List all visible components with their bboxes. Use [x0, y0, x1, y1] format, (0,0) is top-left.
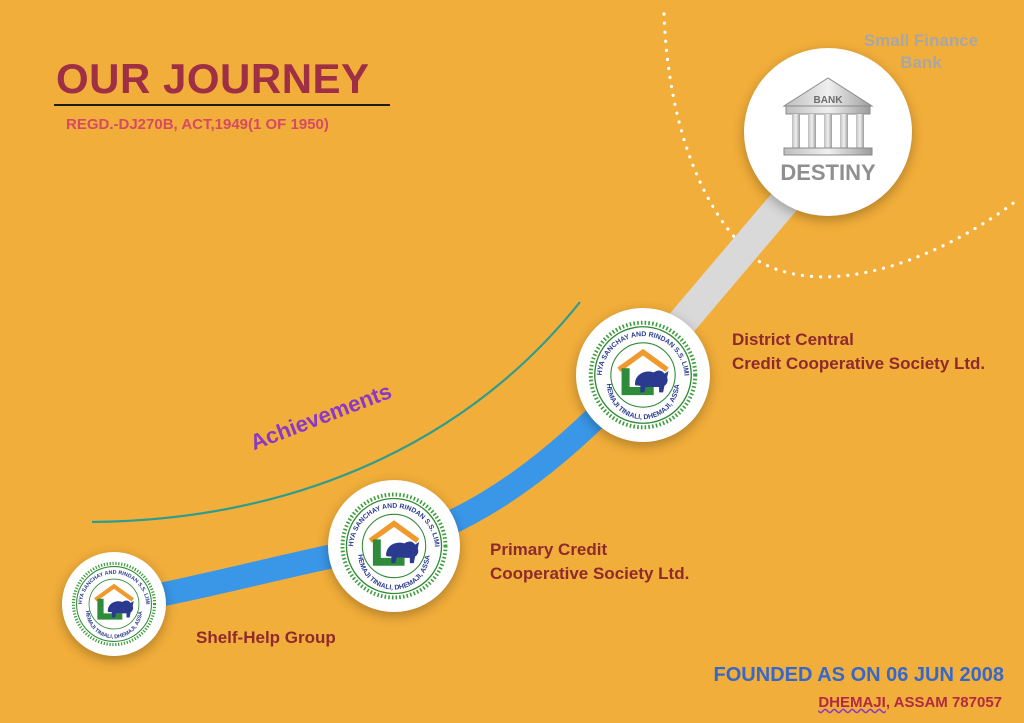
location-address: DHEMAJI, ASSAM 787057 — [818, 694, 1002, 711]
location-city: DHEMAJI — [818, 694, 886, 711]
stage-label-primary-credit: Primary Credit Cooperative Society Ltd. — [490, 538, 689, 586]
cooperative-logo-icon: LAKHYA SANCHAY AND RINDAN S.S. LIMITEDDH… — [576, 308, 698, 430]
stage-label-self-help-group: Shelf-Help Group — [196, 626, 336, 650]
destination-goal-label: Small Finance Bank — [846, 30, 996, 74]
destiny-node: BANK DESTINY — [744, 48, 912, 216]
dotted-arc-outer — [662, 12, 1022, 279]
registration-subtitle: REGD.-DJ270B, ACT,1949(1 OF 1950) — [66, 116, 329, 133]
destiny-label: DESTINY — [780, 160, 876, 185]
location-rest: , ASSAM 787057 — [885, 694, 1002, 711]
goal-line: Bank — [900, 53, 942, 72]
stage-label-line: Credit Cooperative Society Ltd. — [732, 354, 986, 373]
cooperative-logo-icon: LAKHYA SANCHAY AND RINDAN S.S. LIMITEDDH… — [62, 552, 157, 647]
title-underline — [54, 104, 390, 106]
stage-label-line: Primary Credit — [490, 540, 608, 559]
stage-node-self-help-group: LAKHYA SANCHAY AND RINDAN S.S. LIMITEDDH… — [62, 552, 166, 656]
bank-building-icon: BANK — [782, 77, 874, 156]
stage-node-district-central: LAKHYA SANCHAY AND RINDAN S.S. LIMITEDDH… — [576, 308, 710, 442]
stage-label-district-central: District Central Credit Cooperative Soci… — [732, 328, 985, 376]
stage-label-line: Cooperative Society Ltd. — [490, 564, 690, 583]
bank-icon-text: BANK — [814, 95, 844, 106]
stage-node-primary-credit: LAKHYA SANCHAY AND RINDAN S.S. LIMITEDDH… — [328, 480, 460, 612]
stage-label-line: District Central — [732, 330, 854, 349]
goal-line: Small Finance — [863, 31, 979, 50]
page-title: OUR JOURNEY — [56, 55, 370, 102]
stage-label-line: Shelf-Help Group — [196, 628, 336, 647]
cooperative-logo-icon: LAKHYA SANCHAY AND RINDAN S.S. LIMITEDDH… — [328, 480, 448, 600]
achievements-arc — [91, 301, 581, 524]
founded-date: FOUNDED AS ON 06 JUN 2008 — [713, 664, 1004, 686]
